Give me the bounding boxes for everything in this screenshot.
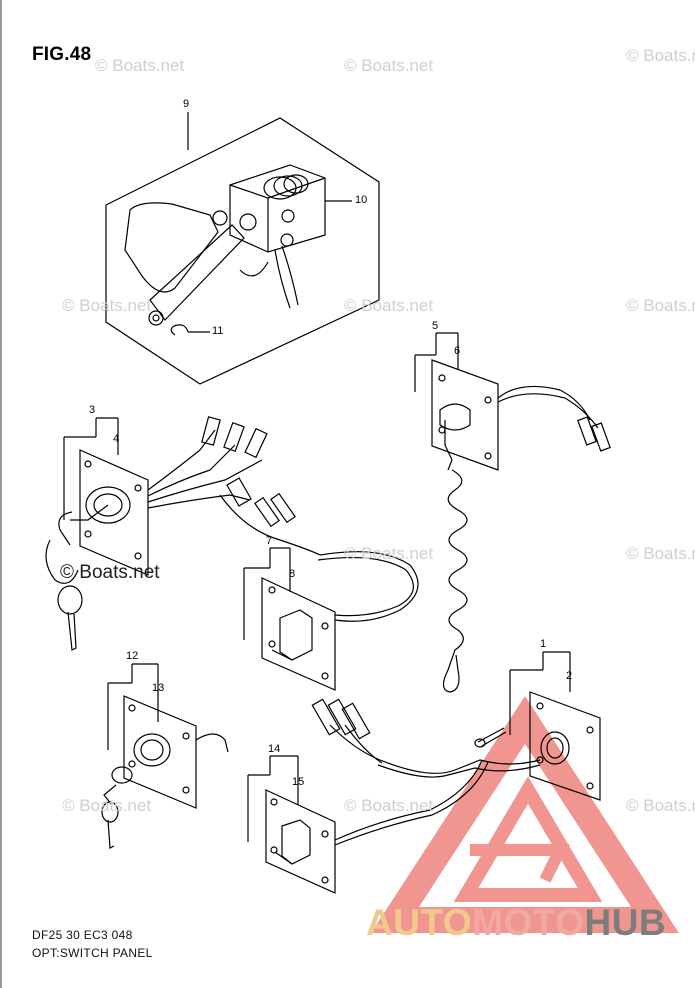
watermark: © Boats.net xyxy=(62,796,152,815)
callout-9: 9 xyxy=(183,98,190,110)
watermark: © Boats.net xyxy=(95,56,185,75)
knob-switch-assembly xyxy=(311,651,601,801)
callout-7: 7 xyxy=(266,535,273,547)
rocker-switch-2-assembly xyxy=(247,755,489,894)
callout-14: 14 xyxy=(268,743,281,755)
callout-13: 13 xyxy=(152,682,165,694)
figure-code: DF25 30 EC3 048 xyxy=(32,928,133,942)
figure-description: OPT:SWITCH PANEL xyxy=(32,946,153,960)
watermark-dark: © Boats.net xyxy=(60,562,160,583)
callout-15: 15 xyxy=(292,776,305,788)
brand-hub: HUB xyxy=(584,902,667,943)
brand-auto: AUTO xyxy=(366,902,473,943)
brand-moto: MOTO xyxy=(472,902,585,943)
stop-switch-plate xyxy=(431,359,499,471)
watermark: © Boats.net xyxy=(62,296,152,315)
automotohub-brand: AUTOMOTOHUB xyxy=(366,902,666,944)
callout-6: 6 xyxy=(454,345,461,357)
watermark: © Boats.net xyxy=(626,796,695,815)
callout-4: 4 xyxy=(113,433,120,445)
callout-11: 11 xyxy=(212,325,224,337)
lever-assembly-box xyxy=(105,117,380,385)
watermark: © Boats.net xyxy=(344,56,434,75)
callout-3: 3 xyxy=(89,404,96,416)
automotohub-logo xyxy=(371,696,679,933)
rocker-switch-plate xyxy=(261,577,336,691)
key-switch-2-assembly xyxy=(101,663,229,849)
callout-8: 8 xyxy=(289,568,296,580)
figure-title: FIG.48 xyxy=(32,44,92,65)
key-switch-2-plate xyxy=(123,695,197,809)
watermark: © Boats.net xyxy=(626,46,695,65)
knob-switch-plate xyxy=(529,691,601,801)
remote-lever-assembly xyxy=(105,112,380,385)
stop-switch-assembly xyxy=(414,332,611,693)
rocker-switch-2-plate xyxy=(265,789,336,894)
ignition-switch-plate xyxy=(79,449,149,576)
callout-1: 1 xyxy=(540,638,547,650)
callout-5: 5 xyxy=(432,320,439,332)
watermark: © Boats.net xyxy=(344,296,434,315)
callout-10: 10 xyxy=(355,194,368,206)
callout-2: 2 xyxy=(566,670,573,682)
rocker-switch-assembly xyxy=(243,547,419,691)
watermark: © Boats.net xyxy=(626,296,695,315)
watermark: © Boats.net xyxy=(344,796,434,815)
callout-12: 12 xyxy=(126,650,139,662)
watermark: © Boats.net xyxy=(626,544,695,563)
ignition-switch-assembly xyxy=(45,416,321,651)
watermark: © Boats.net xyxy=(344,544,434,563)
page-left-border xyxy=(0,0,2,988)
